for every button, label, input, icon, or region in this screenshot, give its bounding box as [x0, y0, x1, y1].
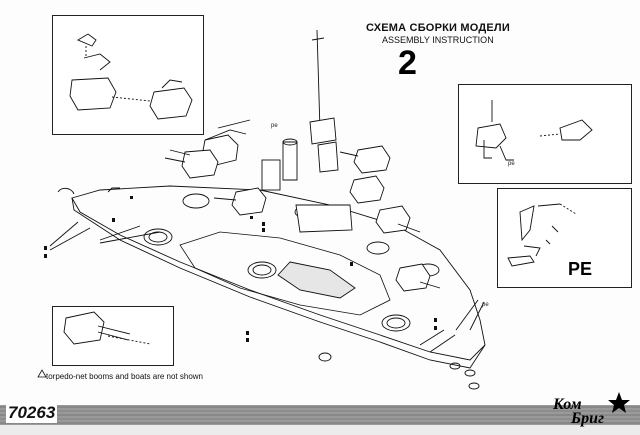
pe-label-detail: pe: [508, 161, 515, 167]
logo-line-2: Бриг: [571, 410, 604, 427]
bridge: [295, 204, 353, 233]
kit-code: 70263: [6, 403, 58, 423]
hull-side: [71, 197, 486, 369]
step-number: 2: [398, 44, 417, 82]
pe-box-label: PE: [568, 259, 593, 279]
logo-line-1: Ком: [553, 396, 582, 413]
title-english: ASSEMBLY INSTRUCTION: [382, 35, 494, 45]
turret-2: [164, 149, 219, 179]
barbette-upper: [182, 193, 210, 209]
turret-5: [349, 175, 385, 204]
note-text: torpedo-net booms and boats are not show…: [46, 372, 203, 381]
turret-6: [375, 205, 421, 234]
funnel-aft: [261, 159, 281, 191]
brand-logo: Ком Бриг: [553, 388, 635, 432]
pe-label-top: pe: [271, 123, 278, 129]
barbette-aft: [381, 314, 411, 332]
barbette-mid-left: [247, 261, 277, 279]
barbette-fore: [143, 228, 173, 246]
logo-star-icon: [608, 392, 630, 413]
inset-pe-parts: [497, 188, 632, 288]
funnel-fore: [282, 141, 298, 181]
turret-7: [395, 263, 441, 292]
title-russian: СХЕМА СБОРКИ МОДЕЛИ: [366, 22, 510, 34]
warning-triangle-icon: [37, 369, 47, 378]
turret-4: [339, 145, 391, 174]
pe-label-stern: pe: [482, 302, 489, 308]
turret-3: [213, 187, 267, 216]
mast: [316, 29, 321, 131]
footer-band: [0, 405, 640, 435]
superstructure-base: [179, 231, 391, 316]
